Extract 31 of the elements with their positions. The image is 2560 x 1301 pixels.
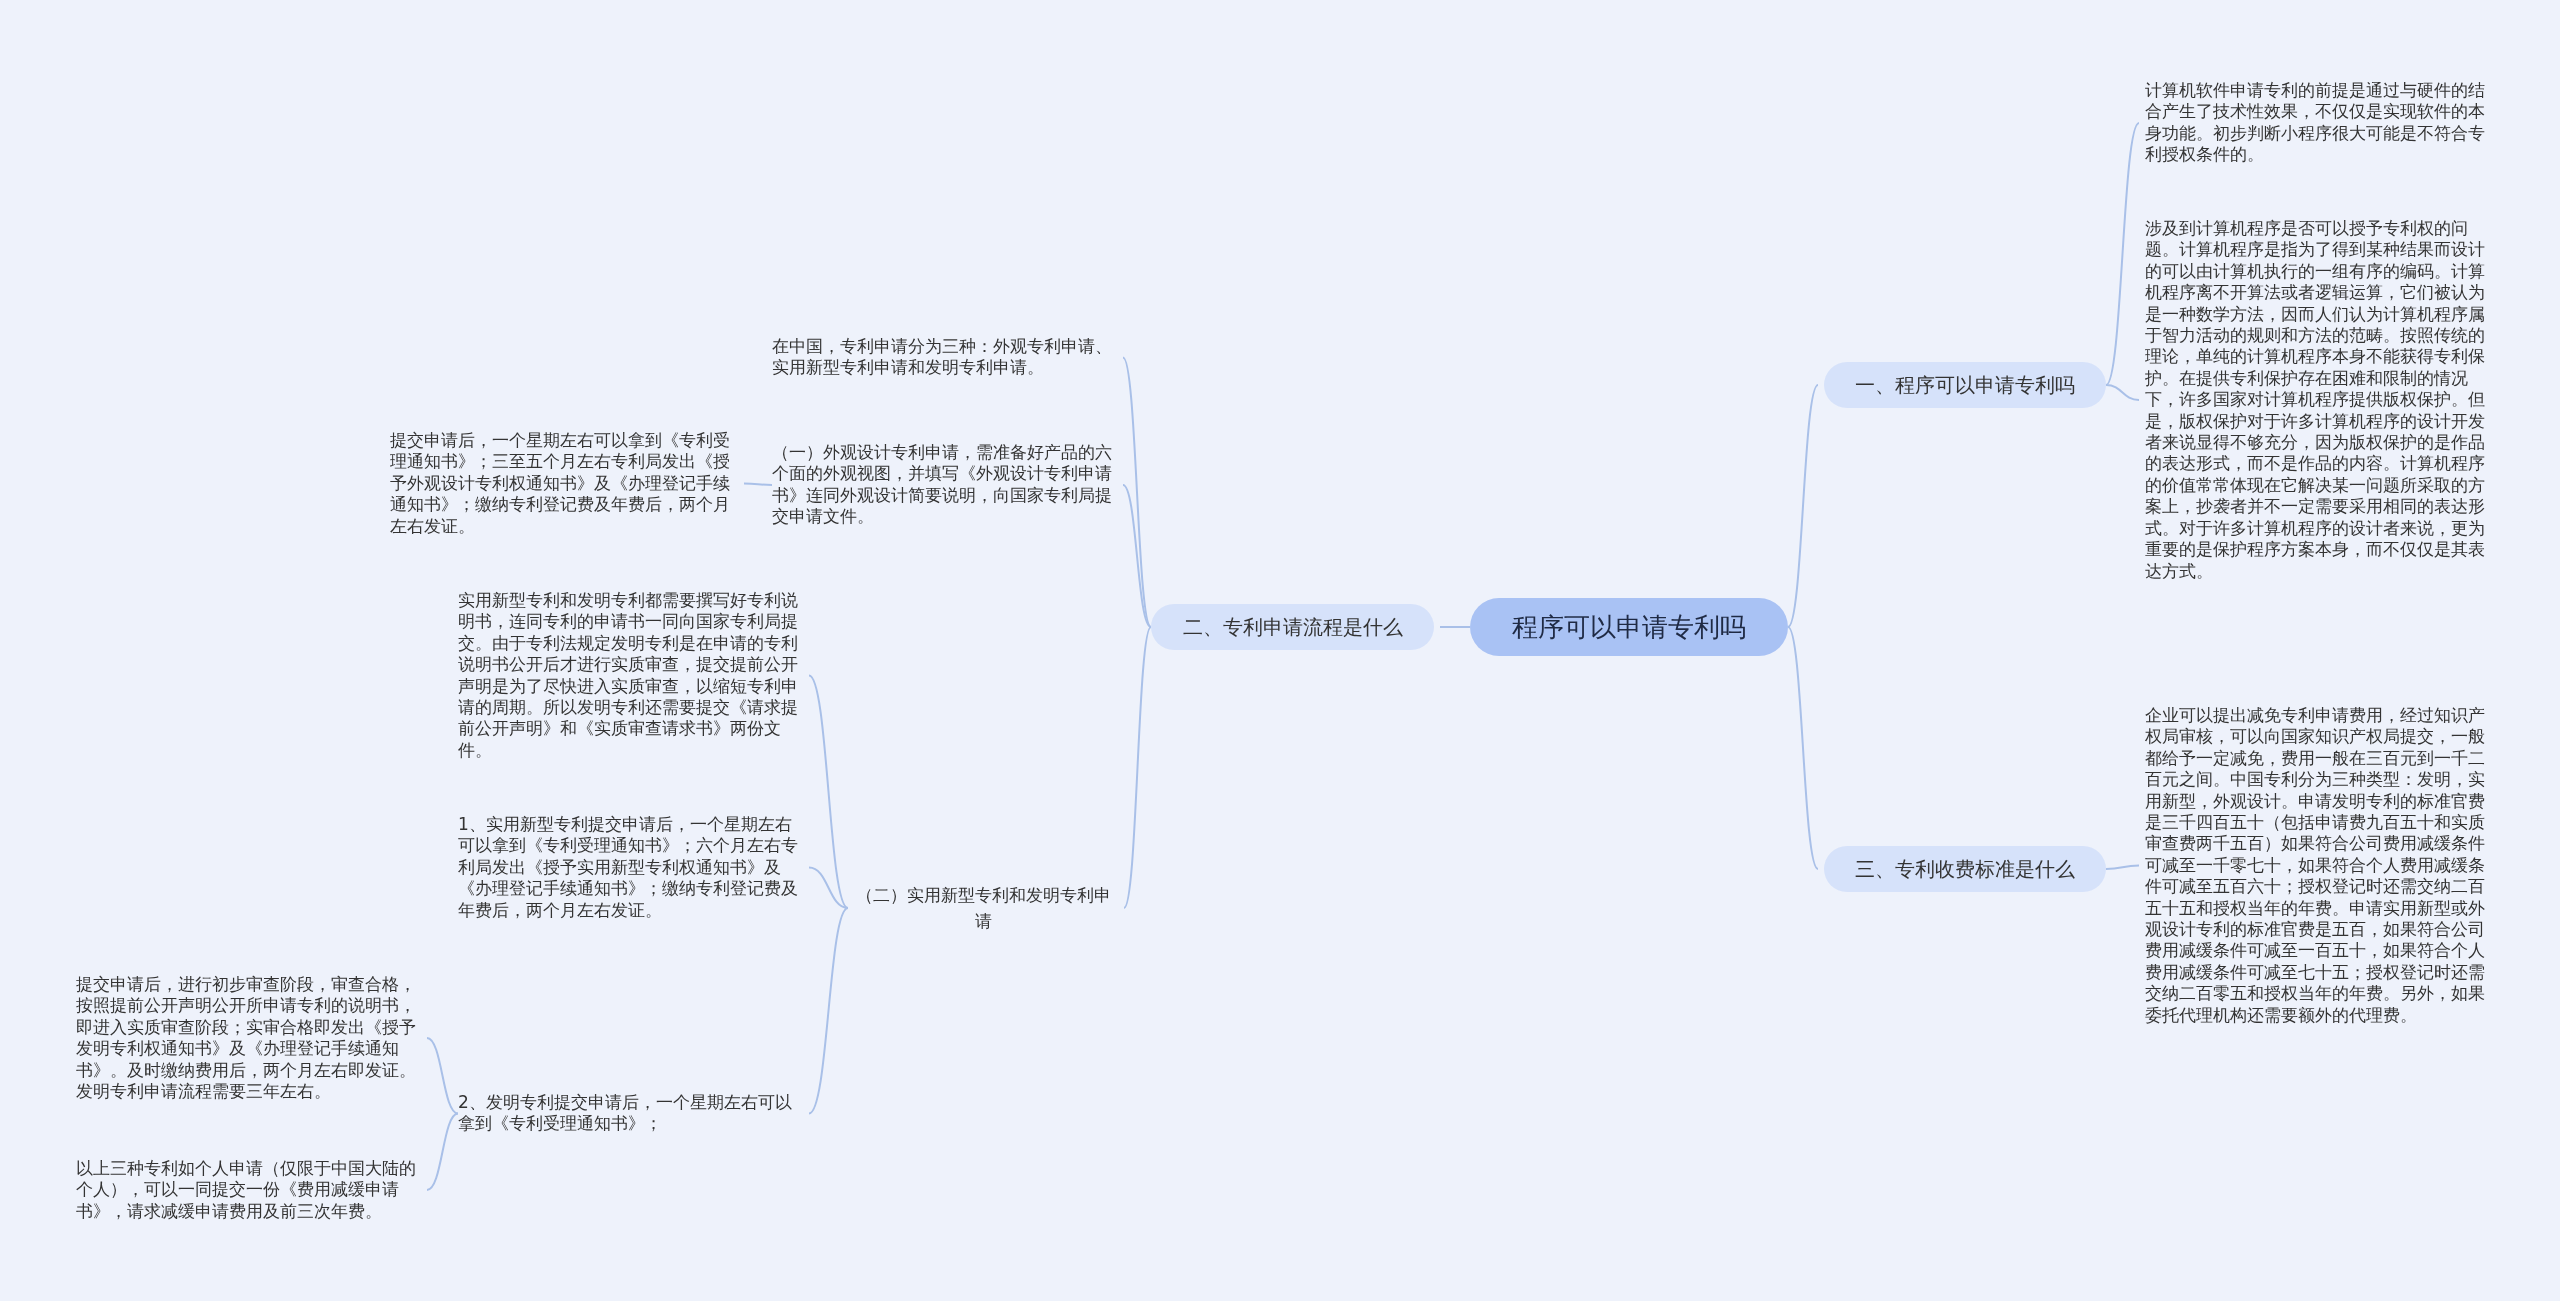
note-text: 2、发明专利提交申请后，一个星期左右可以拿到《专利受理通知书》； [458, 1092, 803, 1135]
note-text: （一）外观设计专利申请，需准备好产品的六个面的外观视图，并填写《外观设计专利申请书》连同外观设计简要说明，向国家专利局提交申请文件。 [772, 442, 1117, 528]
note-text: 1、实用新型专利提交申请后，一个星期左右可以拿到《专利受理通知书》；六个月左右专利局发出《授予实用新型专利权通知书》及《办理登记手续通知书》；缴纳专利登记费及年费后，两个月左右发证。 [458, 814, 803, 922]
connector-line [1122, 356, 1152, 628]
note-text: 涉及到计算机程序是否可以授予专利权的问题。计算机程序是指为了得到某种结果而设计的可以由计算机执行的一组有序的编码。计算机程序离不开算法或者逻辑运算，它们被认为是一种数学方法，因而人们认为计算机程序属于智力活动的规则和方法的范畴。按照传统的理论，单纯的计算机程序本身不能获得专利保护。在提供专利保护存在困难和限制的情况下，许多国家对计算机程序提供版权保护。但是，版权保护对于许多计算机程序的设计开发者来说显得不够充分，因为版权保护的是作品的表达形式，而不是作品的内容。计算机程序的价值常常体现在它解决某一问题所采取的方案上，抄袭者并不一定需要采用相同的表达形式。对于许多计算机程序的设计者来说，更为重要的是保护程序方案本身，而不仅仅是其表达方式。 [2145, 218, 2490, 582]
connector-line [1787, 384, 1819, 628]
connector-line [2105, 864, 2140, 870]
note-text: 计算机软件申请专利的前提是通过与硬件的结合产生了技术性效果，不仅仅是实现软件的本身功能。初步判断小程序很大可能是不符合专利授权条件的。 [2145, 80, 2490, 166]
connector-line [808, 907, 849, 1115]
note-text: 以上三种专利如个人申请（仅限于中国大陆的个人），可以一同提交一份《费用减缓申请书》，请求减缓申请费用及前三次年费。 [76, 1158, 421, 1223]
connector-line [743, 482, 773, 486]
connector-line [426, 1112, 459, 1191]
connector-line [426, 1037, 459, 1115]
branch-topic: 一、程序可以申请专利吗 [1824, 362, 2106, 408]
branch-topic: 三、专利收费标准是什么 [1824, 846, 2106, 892]
note-text: 提交申请后，一个星期左右可以拿到《专利受理通知书》；三至五个月左右专利局发出《授予外观设计专利权通知书》及《办理登记手续通知书》；缴纳专利登记费及年费后，两个月左右发证。 [390, 430, 738, 538]
note-text: 在中国，专利申请分为三种：外观专利申请、实用新型专利申请和发明专利申请。 [772, 336, 1117, 379]
central-topic: 程序可以申请专利吗 [1470, 598, 1788, 656]
connector-line [1122, 484, 1152, 628]
note-text: 实用新型专利和发明专利都需要撰写好专利说明书，连同专利的申请书一同向国家专利局提交。由于专利法规定发明专利是在申请的专利说明书公开后才进行实质审查，提交提前公开声明是为了尽快进入实质审查，以缩短专利申请的周期。所以发明专利还需要提交《请求提前公开声明》和《实质审查请求书》两份文件。 [458, 590, 803, 762]
connector-line [1439, 626, 1471, 628]
connector-line [1787, 626, 1819, 870]
subtopic-text: （二）实用新型专利和发明专利申请 [848, 882, 1118, 934]
connector-line [1123, 626, 1152, 909]
note-text: 企业可以提出减免专利申请费用，经过知识产权局审核，可以向国家知识产权局提交，一般都给予一定减免，费用一般在三百元到一千二百元之间。中国专利分为三种类型：发明，实用新型，外观设计。申请发明专利的标准官费是三千四百五十（包括申请费九百五十和实质审查费两千五百）如果符合公司费用减缓条件可减至一千零七十，如果符合个人费用减缓条件可减至五百六十；授权登记时还需交纳二百五十五和授权当年的年费。申请实用新型或外观设计专利的标准官费是五百，如果符合公司费用减缓条件可减至一百五十，如果符合个人费用减缓条件可减至七十五；授权登记时还需交纳二百零五和授权当年的年费。另外，如果委托代理机构还需要额外的代理费。 [2145, 705, 2490, 1027]
connector-line [2105, 384, 2140, 401]
connector-line [808, 866, 849, 909]
note-text: 提交申请后，进行初步审查阶段，审查合格，按照提前公开声明公开所申请专利的说明书，即进入实质审查阶段；实审合格即发出《授予发明专利权通知书》及《办理登记手续通知书》。及时缴纳费用后，两个月左右即发证。发明专利申请流程需要三年左右。 [76, 974, 421, 1103]
connector-line [2105, 122, 2140, 386]
branch-topic: 二、专利申请流程是什么 [1151, 604, 1434, 650]
connector-line [808, 674, 849, 909]
